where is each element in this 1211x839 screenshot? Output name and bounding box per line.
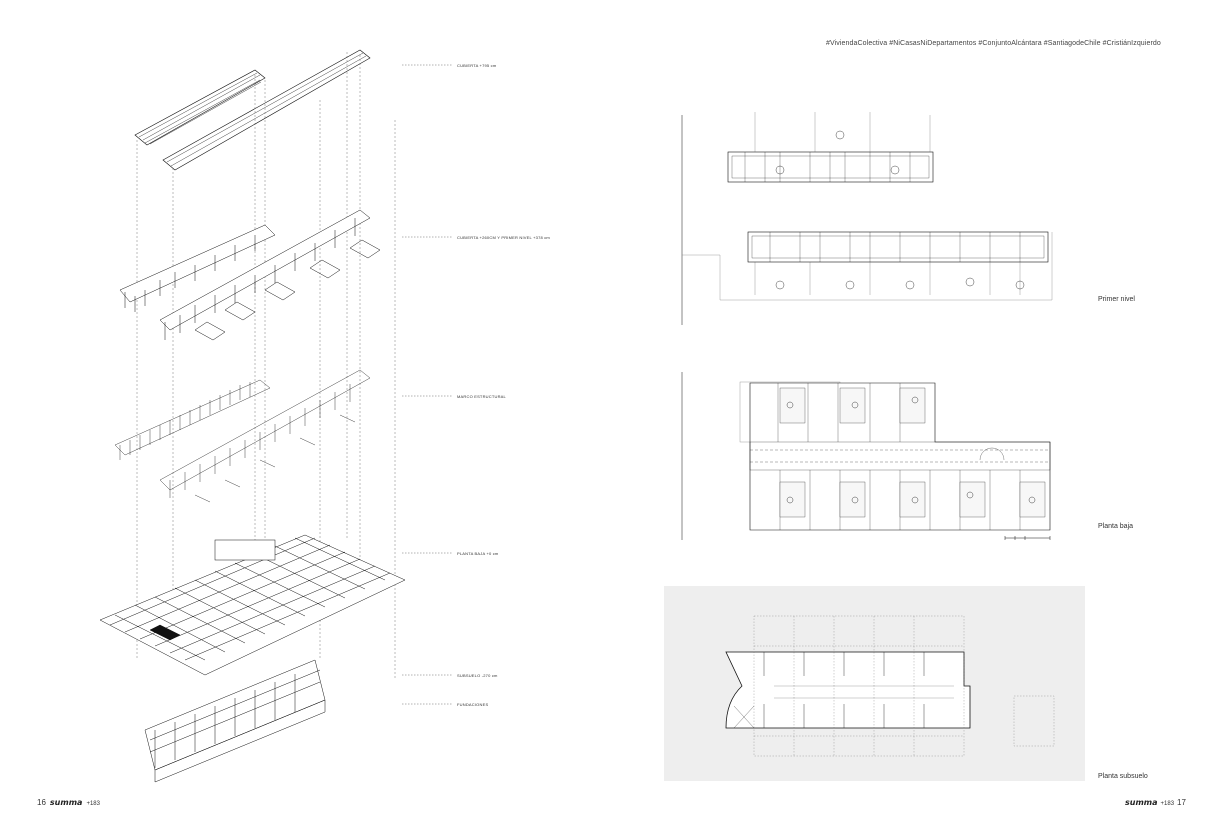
- ground-floor-layer: [99, 534, 406, 676]
- hashtag-line: #ViviendaColectiva #NiCasasNiDepartament…: [826, 40, 1161, 47]
- level-label-foundations: FUNDACIONES: [457, 702, 489, 707]
- caption-ground-floor: Planta baja: [1098, 523, 1134, 530]
- first-floor-layer: [119, 209, 381, 341]
- caption-first-floor: Primer nivel: [1098, 296, 1135, 303]
- level-label-roof: CUBIERTA +795 cm: [457, 63, 497, 68]
- level-label-ground-floor: PLANTA BAJA +0 cm: [457, 551, 499, 556]
- plan-basement: [725, 615, 1055, 757]
- footer-left: 16 summa +183: [37, 798, 100, 807]
- level-leaders: [402, 64, 452, 705]
- basement-layer: [144, 659, 326, 783]
- roof-layer: [134, 49, 371, 171]
- axonometric-drawing: [99, 49, 406, 783]
- caption-basement: Planta subsuelo: [1098, 773, 1148, 780]
- brand-logo-right: summa: [1125, 798, 1158, 807]
- footer-right: summa +183 17: [1125, 798, 1186, 807]
- structure-layer: [114, 369, 371, 503]
- plan-first-floor: [681, 112, 1053, 325]
- brand-logo-left: summa: [49, 798, 83, 807]
- page-number-left: 16: [37, 798, 46, 807]
- page-number-right: 17: [1177, 798, 1186, 807]
- issue-right: +183: [1160, 801, 1175, 807]
- level-label-structure: MARCO ESTRUCTURAL: [457, 394, 506, 399]
- issue-left: +183: [86, 801, 100, 807]
- level-label-first-floor: CUBIERTA +260CM Y PRIMER NIVEL +378 cm: [457, 235, 550, 240]
- level-label-basement: SUBSUELO -270 cm: [457, 673, 498, 678]
- plan-ground-floor: [681, 372, 1051, 540]
